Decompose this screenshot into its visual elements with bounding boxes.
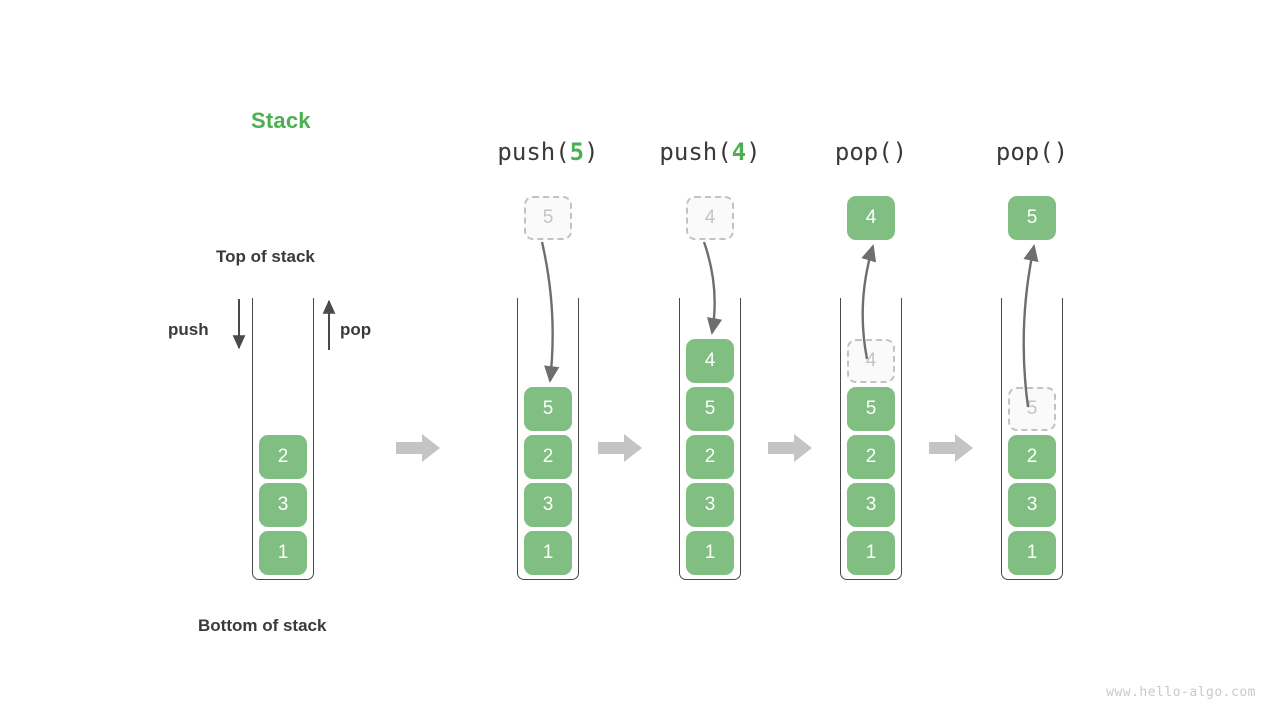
pop-label: pop	[340, 320, 372, 339]
pop-2-stack-walls	[1001, 298, 1063, 580]
pending-push-element: 4	[686, 196, 734, 240]
push-label: push	[168, 320, 209, 339]
stack-element: 1	[847, 531, 895, 575]
transition-arrow	[598, 433, 642, 463]
stack-element: 3	[524, 483, 572, 527]
operation-header-push-5: push(5)	[497, 138, 598, 166]
operation-name: pop(	[995, 138, 1054, 166]
stack-element: 3	[259, 483, 307, 527]
operation-name: push(	[497, 138, 570, 166]
stack-element: 1	[259, 531, 307, 575]
popped-element: 5	[1008, 196, 1056, 240]
operation-header-pop-2: pop()	[996, 138, 1068, 166]
top-of-stack-label: Top of stack	[216, 247, 315, 266]
operation-close-paren: )	[584, 138, 599, 166]
operation-header-pop-1: pop()	[835, 138, 907, 166]
stack-element: 1	[686, 531, 734, 575]
stack-element: 2	[1008, 435, 1056, 479]
push-4-stack-walls	[679, 298, 741, 580]
stack-element: 2	[686, 435, 734, 479]
operation-close-paren: )	[892, 138, 908, 166]
operation-argument: 4	[731, 138, 747, 166]
watermark: www.hello-algo.com	[1106, 685, 1256, 700]
operation-argument: 5	[569, 138, 585, 166]
operation-close-paren: )	[1053, 138, 1069, 166]
operation-name: push(	[659, 138, 732, 166]
stack-element: 2	[847, 435, 895, 479]
stack-element: 2	[524, 435, 572, 479]
stack-element-ghost: 4	[847, 339, 895, 383]
stack-element: 3	[686, 483, 734, 527]
operation-curved-arrows	[540, 241, 1039, 408]
transition-arrow	[768, 433, 812, 463]
stack-element: 1	[524, 531, 572, 575]
stack-element: 2	[259, 435, 307, 479]
stack-element: 3	[1008, 483, 1056, 527]
bottom-of-stack-label: Bottom of stack	[198, 616, 327, 635]
page-title: Stack	[251, 108, 311, 133]
push-5-stack-walls	[517, 298, 579, 580]
pending-push-element: 5	[524, 196, 572, 240]
stack-element: 5	[686, 387, 734, 431]
stack-element: 1	[1008, 531, 1056, 575]
operation-close-paren: )	[746, 138, 761, 166]
initial-stack-walls	[252, 298, 314, 580]
operation-header-push-4: push(4)	[659, 138, 760, 166]
transition-arrow	[396, 433, 440, 463]
stack-element: 4	[686, 339, 734, 383]
stack-element: 3	[847, 483, 895, 527]
stack-element-ghost: 5	[1008, 387, 1056, 431]
stack-element: 5	[524, 387, 572, 431]
transition-arrow	[929, 433, 973, 463]
operation-name: pop(	[834, 138, 893, 166]
popped-element: 4	[847, 196, 895, 240]
stack-element: 5	[847, 387, 895, 431]
pop-1-stack-walls	[840, 298, 902, 580]
